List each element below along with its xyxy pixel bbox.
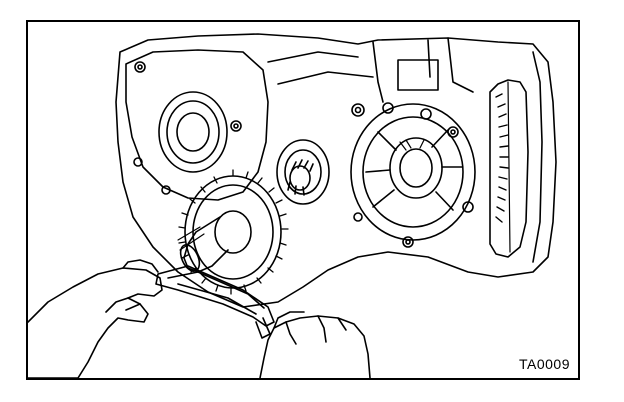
left-hand [28,259,163,378]
figure-code: TA0009 [519,356,570,372]
output-shaft-bore [276,139,330,205]
transmission-case [115,33,557,308]
right-hand [259,311,371,378]
right-side-gear [489,51,543,263]
bearing-housing [350,102,476,248]
transmission-case-illustration [28,33,557,378]
feeler-gauge-tool [155,265,275,339]
drive-gear [177,169,289,295]
figure-frame: TA0009 [26,20,580,380]
